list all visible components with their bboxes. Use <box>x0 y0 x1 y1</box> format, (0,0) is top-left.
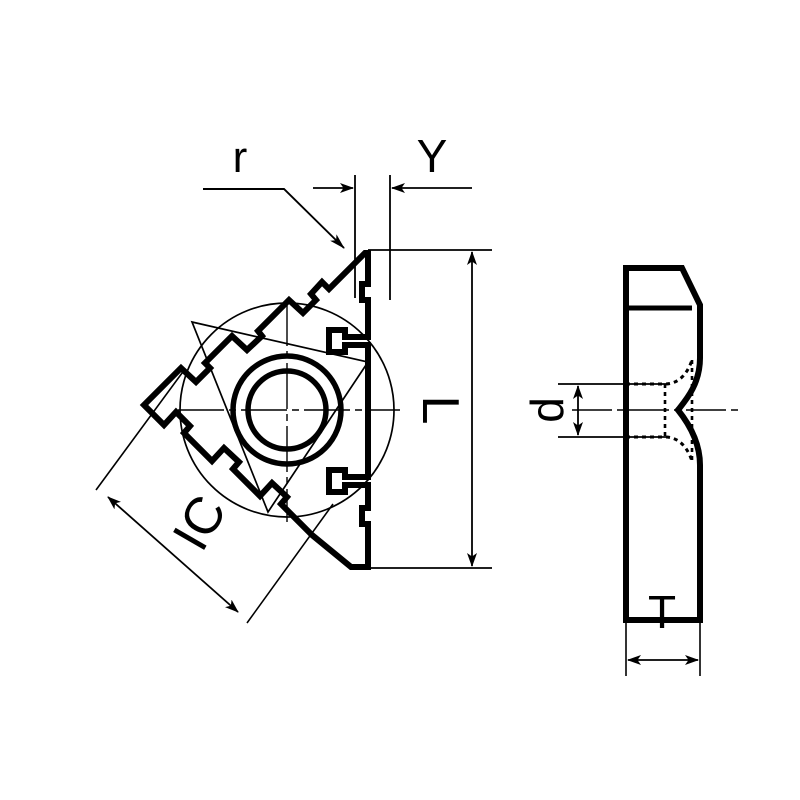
dimension-L: L <box>368 249 492 569</box>
ic-extension-lower <box>246 503 334 624</box>
dimension-T: T <box>625 586 701 676</box>
r-leader-line <box>203 188 345 249</box>
insert-outline <box>139 250 371 570</box>
dimension-label-r: r <box>233 133 248 182</box>
dimension-r: r <box>203 133 345 249</box>
ic-extension-upper <box>95 368 186 491</box>
dimension-label-T: T <box>648 586 676 638</box>
dimension-d: d <box>521 383 668 438</box>
side-view: d T <box>521 265 742 676</box>
ic-dimension-line <box>107 496 239 613</box>
dimension-label-Y: Y <box>417 130 448 182</box>
dimension-label-L: L <box>411 396 469 425</box>
bore-flare-top <box>626 359 694 386</box>
bore-flare-bottom <box>626 435 694 462</box>
dimension-Y: Y <box>313 130 472 300</box>
dimension-label-d: d <box>521 397 573 423</box>
